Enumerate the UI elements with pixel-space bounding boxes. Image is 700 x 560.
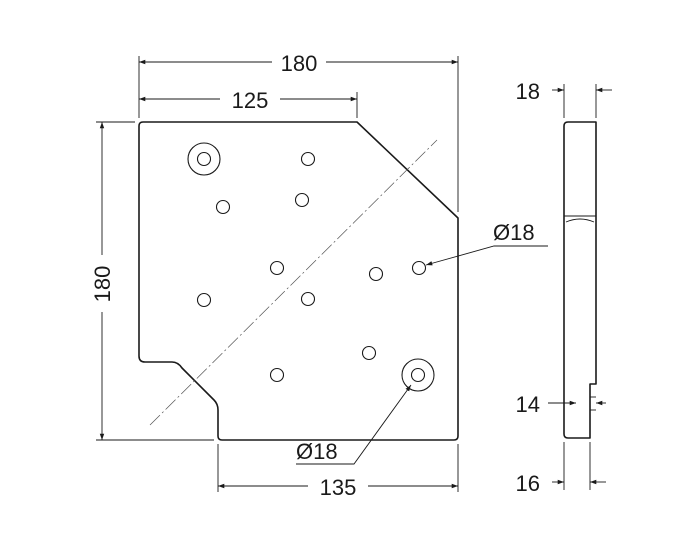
bolt-hole [294,192,310,208]
bolt-hole [411,260,427,276]
side-profile-outline [563,121,597,439]
dimension-side-bottom-thickness: 16 [516,442,606,496]
dimension-left-height: 180 [90,121,214,441]
side-view: 18 14 16 [516,79,612,496]
bolt-hole [269,367,285,383]
dim-label-left-height: 180 [90,266,115,303]
dim-label-top-total: 180 [281,51,318,76]
countersunk-hole-bottom-right-inner [410,367,426,383]
countersunk-hole-top-left-inner [196,151,212,167]
bolt-hole [215,199,231,215]
front-view: 180 125 180 135 Ø18 [90,51,548,500]
side-profile-break-shadow [565,218,595,223]
bolt-hole [361,345,377,361]
bolt-hole [368,266,384,282]
dimension-bottom-width: 135 [217,444,459,500]
dim-label-side-top-thickness: 18 [516,79,540,104]
bolt-hole [300,291,316,307]
dim-label-bottom-width: 135 [320,475,357,500]
callout-hole-bottom: Ø18 [296,384,412,465]
bolt-hole [269,260,285,276]
hole-group [187,142,435,392]
dimension-side-step-height: 14 [516,392,606,417]
callout-label-hole-bottom: Ø18 [296,439,338,464]
bolt-hole [196,292,212,308]
dimension-top-partial: 125 [139,88,358,118]
dimension-side-top-thickness: 18 [516,79,612,118]
dim-label-top-partial: 125 [232,88,269,113]
symmetry-centerline [149,139,438,426]
dim-label-side-step-height: 14 [516,392,540,417]
dimension-top-total: 180 [138,51,459,212]
bolt-hole [300,151,316,167]
plate-outline [138,121,459,441]
callout-hole-right: Ø18 [425,220,548,266]
dim-label-side-bottom-thickness: 16 [516,471,540,496]
callout-label-hole-right: Ø18 [493,220,535,245]
